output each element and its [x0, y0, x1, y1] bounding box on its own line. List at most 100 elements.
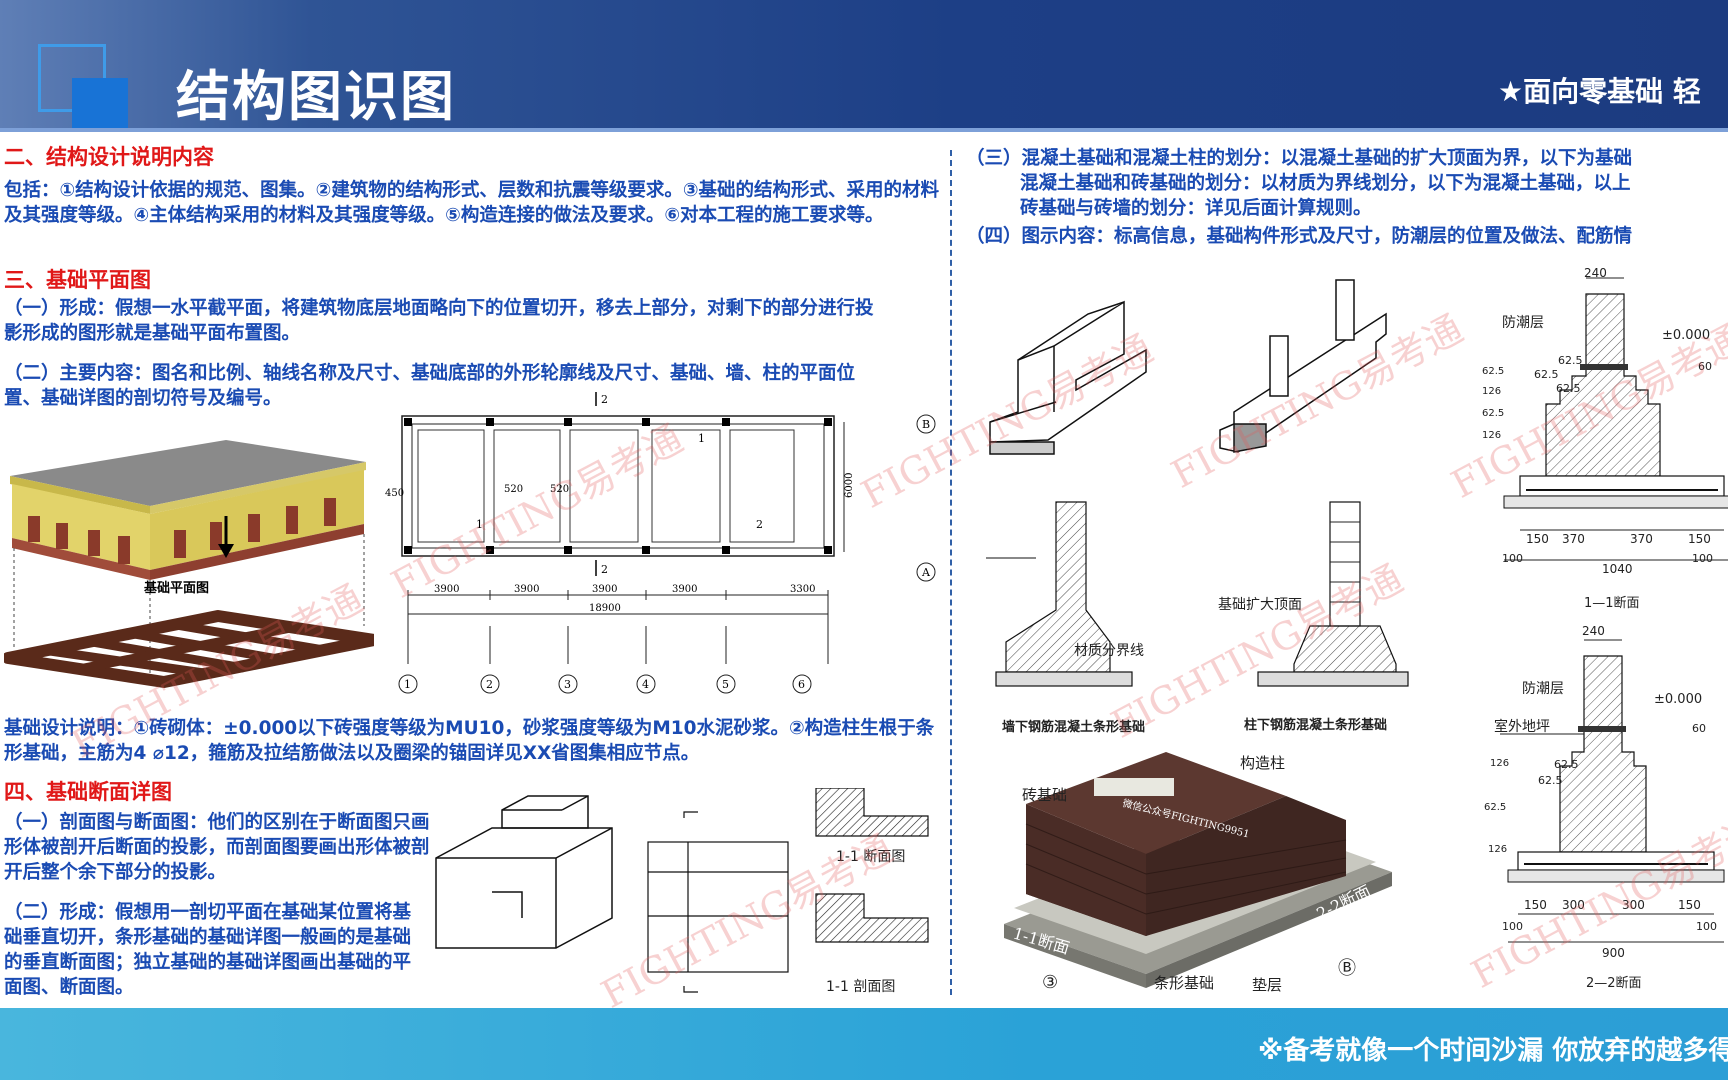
d1-caption: 1—1断面	[1584, 596, 1640, 611]
roof-fascia-front	[10, 476, 150, 514]
section-caption: 1-1 断面图	[836, 849, 906, 865]
section-3-para-1: （一）形成：假想一水平截平面，将建筑物底层地面略向下的位置切开，移去上部分，对剩…	[4, 298, 874, 344]
strip-footing-sections: 材质分界线 基础扩大顶面 墙下钢筋混凝土条形基础 柱下钢筋混凝土条形基础	[976, 494, 1456, 735]
wall-footing-section	[986, 501, 1133, 687]
plan-dim-3: 520	[504, 484, 523, 495]
d1-zero: ±0.000	[1662, 328, 1711, 343]
span-1: 3900	[434, 584, 459, 595]
d1-left-1: 62.5	[1482, 366, 1505, 377]
plan-bays	[417, 429, 795, 543]
d1-base-2: 370	[1562, 532, 1585, 546]
doors	[28, 498, 336, 564]
plinth-side	[150, 524, 364, 580]
column-strip-3d	[1219, 279, 1387, 453]
brick-foundation-render: 微信公众号FIGHTING9951 1-1断面 2-2断面 砖基础 构造柱 条形…	[986, 744, 1466, 998]
d2-moist-label: 防潮层	[1522, 681, 1564, 697]
d2-zero: ±0.000	[1654, 692, 1703, 707]
d1-right-dim: 60	[1698, 360, 1712, 373]
down-arrow-head	[218, 544, 234, 558]
axis-2: 2	[486, 678, 493, 691]
d2-left-2: 62.5	[1484, 802, 1507, 813]
d1-edge-right: 100	[1692, 552, 1713, 565]
para-3-line-1: （三）混凝土基础和混凝土柱的划分：以混凝土基础的扩大顶面为界，以下为基础	[966, 148, 1633, 169]
plan-depth: 6000	[844, 473, 855, 498]
section-2-body: 包括：①结构设计依据的规范、图集。②建筑物的结构形式、层数和抗震等级要求。③基础…	[4, 180, 939, 226]
foundation-cross-beams	[49, 620, 325, 678]
d1-width: 1040	[1602, 562, 1633, 576]
foundation-plan-label: 基础平面图	[143, 580, 209, 596]
d1-base-1: 150	[1526, 532, 1549, 546]
d1-base-4: 150	[1688, 532, 1711, 546]
column-label: 构造柱	[1240, 754, 1286, 772]
plan-svg: 2 2 450 450 520 520 1 1 2 3900 3900 3900…	[359, 392, 936, 694]
d1-top-dim: 240	[1584, 266, 1607, 280]
header-slogan: ★面向零基础 轻	[1498, 75, 1701, 108]
section-4-heading: 四、基础断面详图	[4, 780, 172, 804]
axis-3: 3	[564, 678, 571, 691]
profile-view	[647, 811, 789, 993]
d2-base-1: 150	[1524, 898, 1547, 912]
axis-b-label: Ⓑ	[1338, 958, 1356, 979]
footer-text: ※备考就像一个时间沙漏 你放弃的越多得	[1258, 1036, 1728, 1066]
para-3-line-3: 砖基础与砖墙的划分：详见后面计算规则。	[1020, 198, 1372, 219]
header-stripe	[0, 128, 1728, 132]
d1-edge-left: 100	[1502, 552, 1523, 565]
column-footing-caption: 柱下钢筋混凝土条形基础	[1244, 718, 1388, 733]
wall-strip-3d	[989, 300, 1147, 455]
column-footing-section	[1257, 501, 1409, 687]
span-2: 3900	[514, 584, 539, 595]
roof-top	[10, 440, 366, 506]
pad-side	[1146, 872, 1392, 988]
strip-3d-svg	[989, 279, 1387, 455]
d2-caption: 2—2断面	[1586, 976, 1642, 991]
d2-step-2: 62.5	[1538, 774, 1563, 787]
plan-columns	[404, 418, 832, 554]
cut-mark-top: 2	[601, 393, 608, 406]
d2-right-dim: 60	[1692, 722, 1706, 735]
d1-left-4: 126	[1482, 430, 1502, 441]
d2-edge-left: 100	[1502, 920, 1523, 933]
section-4-para-2: （二）形成：假想用一剖切平面在基础某位置将基础垂直切开，条形基础的基础详图一般画…	[4, 902, 412, 998]
detail-2-svg	[1500, 639, 1725, 943]
detail-2-2: 240 防潮层 ±0.000 室外地坪 62.5 62.5 126 62.5 1…	[1464, 622, 1728, 1002]
brick-svg: 微信公众号FIGHTING9951 1-1断面 2-2断面	[1004, 752, 1392, 988]
header-banner: 结构图识图 ★面向零基础 轻	[0, 0, 1728, 132]
plan-dim-2: 450	[385, 488, 404, 499]
axis-1: 1	[404, 678, 411, 691]
plan-dimension-lines	[407, 422, 845, 664]
d2-top-dim: 240	[1582, 624, 1605, 638]
axis-3-label: ③	[1042, 972, 1059, 993]
column-divider	[950, 150, 952, 995]
page-title: 结构图识图	[176, 65, 456, 128]
brick-wall-top	[1026, 752, 1286, 854]
cut-mark-bottom: 2	[601, 563, 608, 576]
plan-mark-c: 2	[756, 518, 763, 531]
span-5: 3300	[790, 584, 815, 595]
d2-step-1: 62.5	[1554, 758, 1579, 771]
material-line-label: 材质分界线	[1074, 643, 1144, 659]
section-profile-illustration: 1-1 断面图 1-1 剖面图	[432, 787, 940, 1000]
d2-base-3: 300	[1622, 898, 1645, 912]
roof-fascia-side	[150, 462, 366, 514]
footer-bar	[0, 1008, 1728, 1080]
d2-base-2: 300	[1562, 898, 1585, 912]
strip-label: 条形基础	[1154, 974, 1215, 992]
d1-step-3: 62.5	[1556, 382, 1581, 395]
building-3d-svg: 基础平面图	[2, 440, 380, 688]
d2-left-1: 126	[1490, 758, 1510, 769]
span-4: 3900	[672, 584, 697, 595]
wall-front	[12, 484, 150, 570]
plan-mark-b: 1	[698, 432, 705, 445]
d2-base-4: 150	[1678, 898, 1701, 912]
d2-left-3: 126	[1488, 844, 1508, 855]
axis-a: A	[921, 566, 931, 579]
axis-4: 4	[642, 678, 649, 691]
para-4: （四）图示内容：标高信息，基础构件形式及尺寸，防潮层的位置及做法、配筋情	[966, 226, 1633, 247]
d2-edge-right: 100	[1696, 920, 1717, 933]
detail-1-1: 240 防潮层 ±0.000 62.5 62.5 62.5 62.5 126 6…	[1464, 260, 1728, 616]
plan-dim-4: 520	[550, 484, 569, 495]
d1-left-2: 126	[1482, 386, 1502, 397]
axis-6: 6	[798, 678, 805, 691]
pad-front	[1004, 924, 1146, 988]
wall-footing-caption: 墙下钢筋混凝土条形基础	[1002, 720, 1146, 735]
